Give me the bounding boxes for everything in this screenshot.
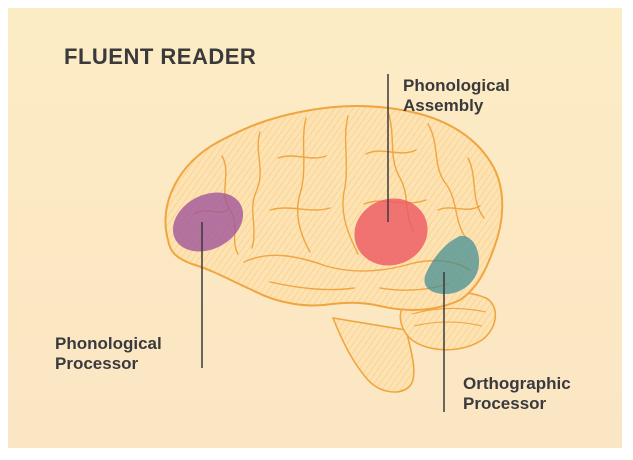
- label-line: Phonological: [55, 334, 162, 354]
- label-line: Processor: [55, 354, 162, 374]
- label-line: Processor: [463, 394, 571, 414]
- label-line: Phonological: [403, 76, 510, 96]
- label-line: Orthographic: [463, 374, 571, 394]
- label-line: Assembly: [403, 96, 510, 116]
- orthographic-processor-label: Orthographic Processor: [463, 374, 571, 415]
- phonological-assembly-label: Phonological Assembly: [403, 76, 510, 117]
- page-title: FLUENT READER: [64, 44, 256, 70]
- phonological-processor-label: Phonological Processor: [55, 334, 162, 375]
